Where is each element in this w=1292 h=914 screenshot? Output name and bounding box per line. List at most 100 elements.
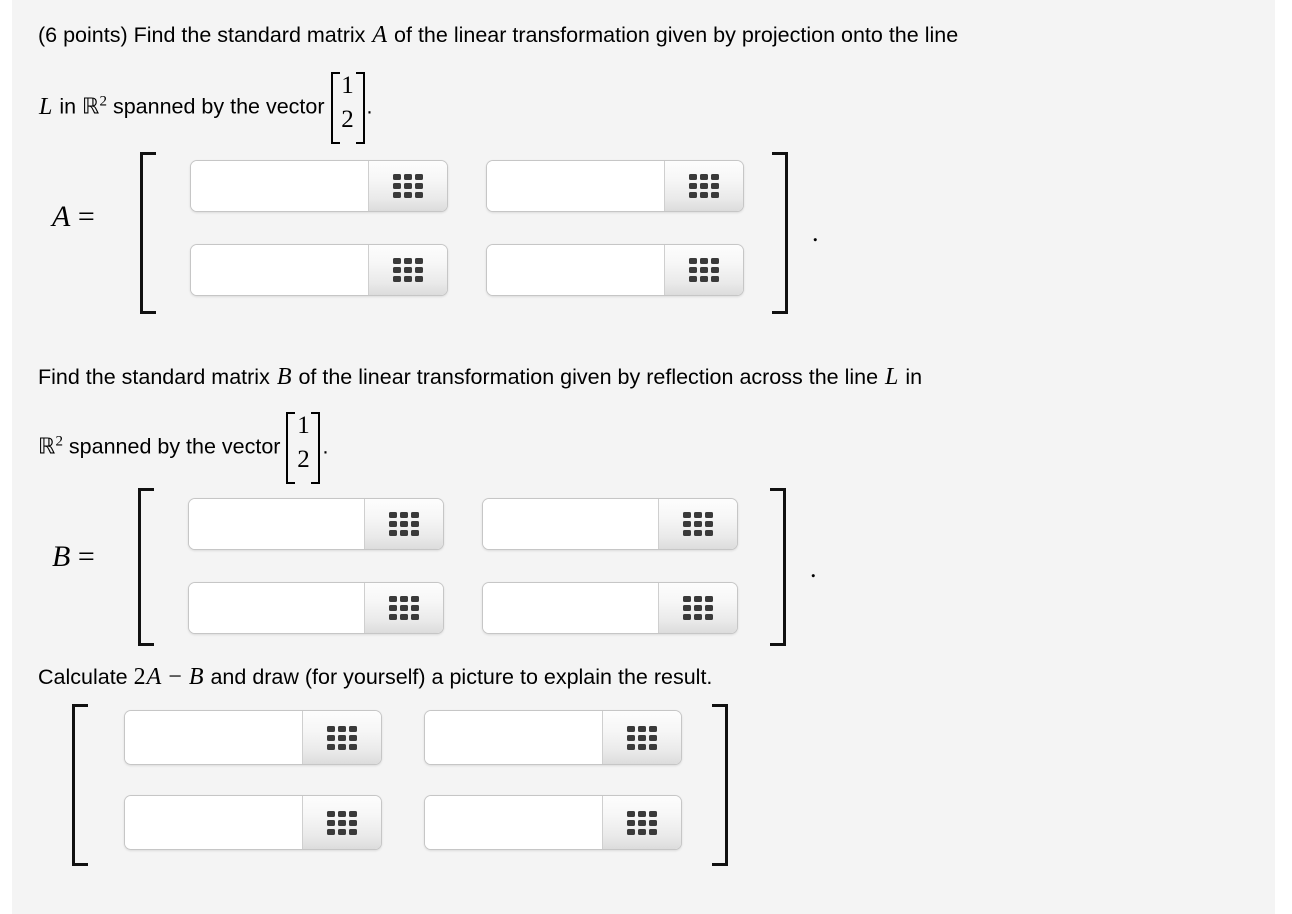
matrix-a-cell-1-0-input[interactable] [191, 245, 368, 295]
matrix-b-cell-0-0[interactable] [188, 498, 444, 550]
matrix-result-row-1 [124, 710, 682, 765]
q3-minus-sign: − [162, 664, 188, 690]
matrix-b-right-bracket [770, 488, 786, 646]
matrix-b-cell-1-1-input[interactable] [483, 583, 658, 633]
grid-3x3-icon [393, 174, 423, 198]
vector-entry-2: 2 [341, 106, 354, 133]
matrix-b-row-2 [188, 582, 738, 634]
matrix-result-cell-1-1-input[interactable] [425, 796, 602, 849]
matrix-a-cell-0-1[interactable] [486, 160, 744, 212]
grid-3x3-icon [627, 810, 657, 835]
vector-entry-2: 2 [297, 446, 310, 473]
q2-line-symbol: L [885, 364, 899, 390]
q3-matrix-a-symbol: A [146, 664, 162, 690]
matrix-b-cell-0-1-input[interactable] [483, 499, 658, 549]
matrix-a-name: A [52, 200, 71, 233]
matrix-b-cell-1-0-input[interactable] [189, 583, 364, 633]
q1-line-symbol: L [39, 93, 53, 120]
grid-3x3-icon [689, 258, 719, 282]
q2-reals-symbol: ℝ [38, 434, 56, 460]
vector-right-bracket [355, 72, 365, 144]
q2-line1-prefix: Find the standard matrix [38, 365, 276, 389]
matrix-a-row-2 [190, 244, 744, 296]
matrix-a-cell-0-1-keypad-button[interactable] [664, 161, 743, 211]
vector-entry-1: 1 [341, 72, 354, 99]
vector-entry-1: 1 [297, 412, 310, 439]
matrix-a-cell-1-1[interactable] [486, 244, 744, 296]
q3-line1-suffix: and draw (for yourself) a picture to exp… [204, 665, 713, 689]
vector-left-bracket [330, 72, 340, 144]
matrix-a-cell-0-0[interactable] [190, 160, 448, 212]
matrix-a-left-bracket [140, 152, 156, 314]
q2-line2-suffix: spanned by the vector [62, 434, 281, 459]
q1-line2-suffix: spanned by the vector [106, 94, 325, 119]
matrix-a-cell-1-1-input[interactable] [487, 245, 664, 295]
q1-line2-in: in [53, 94, 83, 119]
matrix-b-left-bracket [138, 488, 154, 646]
grid-3x3-icon [689, 174, 719, 198]
q2-matrix-b-symbol: B [276, 364, 292, 390]
matrix-b-label: B = [52, 540, 95, 574]
matrix-result-cell-0-1-input[interactable] [425, 711, 602, 764]
question-3-line-1: Calculate 2A − B and draw (for yourself)… [38, 662, 712, 693]
grid-3x3-icon [389, 596, 419, 620]
matrix-a-cell-1-1-keypad-button[interactable] [664, 245, 743, 295]
matrix-result-right-bracket [712, 704, 728, 866]
q1-reals-exponent: 2 [99, 93, 107, 110]
matrix-b-row-1 [188, 498, 738, 550]
matrix-result-cell-1-0[interactable] [124, 795, 382, 850]
question-1-line-1: (6 points) Find the standard matrix A of… [38, 20, 958, 51]
matrix-result-row-2 [124, 795, 682, 850]
matrix-a-label: A = [52, 200, 95, 234]
grid-3x3-icon [327, 810, 357, 835]
q1-line2-period: . [366, 94, 373, 119]
matrix-result-cell-0-1-keypad-button[interactable] [602, 711, 681, 764]
matrix-a-cell-0-0-keypad-button[interactable] [368, 161, 447, 211]
matrix-a-cell-0-0-input[interactable] [191, 161, 368, 211]
vector-left-bracket [286, 412, 296, 484]
q3-coefficient: 2 [133, 664, 146, 690]
matrix-a-row-1 [190, 160, 744, 212]
grid-3x3-icon [683, 512, 713, 536]
matrix-a-answer-block: A = [12, 148, 872, 318]
matrix-result-cell-1-0-keypad-button[interactable] [302, 796, 381, 849]
matrix-a-cell-0-1-input[interactable] [487, 161, 664, 211]
matrix-b-answer-block: B = [12, 488, 872, 653]
matrix-b-cell-1-1[interactable] [482, 582, 738, 634]
q3-line1-prefix: Calculate [38, 665, 134, 689]
q1-line1-suffix: of the linear transformation given by pr… [388, 23, 959, 47]
matrix-result-cell-0-0-input[interactable] [125, 711, 302, 764]
q2-reals-exponent: 2 [55, 433, 63, 450]
matrix-b-cell-0-1[interactable] [482, 498, 738, 550]
matrix-b-cell-0-0-keypad-button[interactable] [364, 499, 443, 549]
matrix-b-equals: = [77, 540, 95, 573]
matrix-result-cell-0-1[interactable] [424, 710, 682, 765]
matrix-result-cell-1-1[interactable] [424, 795, 682, 850]
matrix-b-cell-1-1-keypad-button[interactable] [658, 583, 737, 633]
grid-3x3-icon [393, 258, 423, 282]
matrix-a-cell-1-0-keypad-button[interactable] [368, 245, 447, 295]
matrix-result-cell-1-1-keypad-button[interactable] [602, 796, 681, 849]
matrix-result-cell-0-0-keypad-button[interactable] [302, 711, 381, 764]
q1-reals-symbol: ℝ [82, 94, 100, 120]
q2-line1-mid: of the linear transformation given by re… [292, 365, 885, 389]
q2-line1-suffix: in [899, 365, 923, 389]
matrix-result-answer-block [12, 700, 772, 870]
matrix-b-cell-1-0-keypad-button[interactable] [364, 583, 443, 633]
matrix-a-cell-1-0[interactable] [190, 244, 448, 296]
matrix-b-name: B [52, 540, 71, 573]
grid-3x3-icon [389, 512, 419, 536]
matrix-b-cell-1-0[interactable] [188, 582, 444, 634]
q1-line1-prefix: (6 points) Find the standard matrix [38, 23, 372, 47]
matrix-result-left-bracket [72, 704, 88, 866]
matrix-result-cell-0-0[interactable] [124, 710, 382, 765]
matrix-result-cell-1-0-input[interactable] [125, 796, 302, 849]
grid-3x3-icon [627, 725, 657, 750]
matrix-b-cell-0-0-input[interactable] [189, 499, 364, 549]
matrix-b-cell-0-1-keypad-button[interactable] [658, 499, 737, 549]
q3-matrix-b-symbol: B [188, 664, 204, 690]
